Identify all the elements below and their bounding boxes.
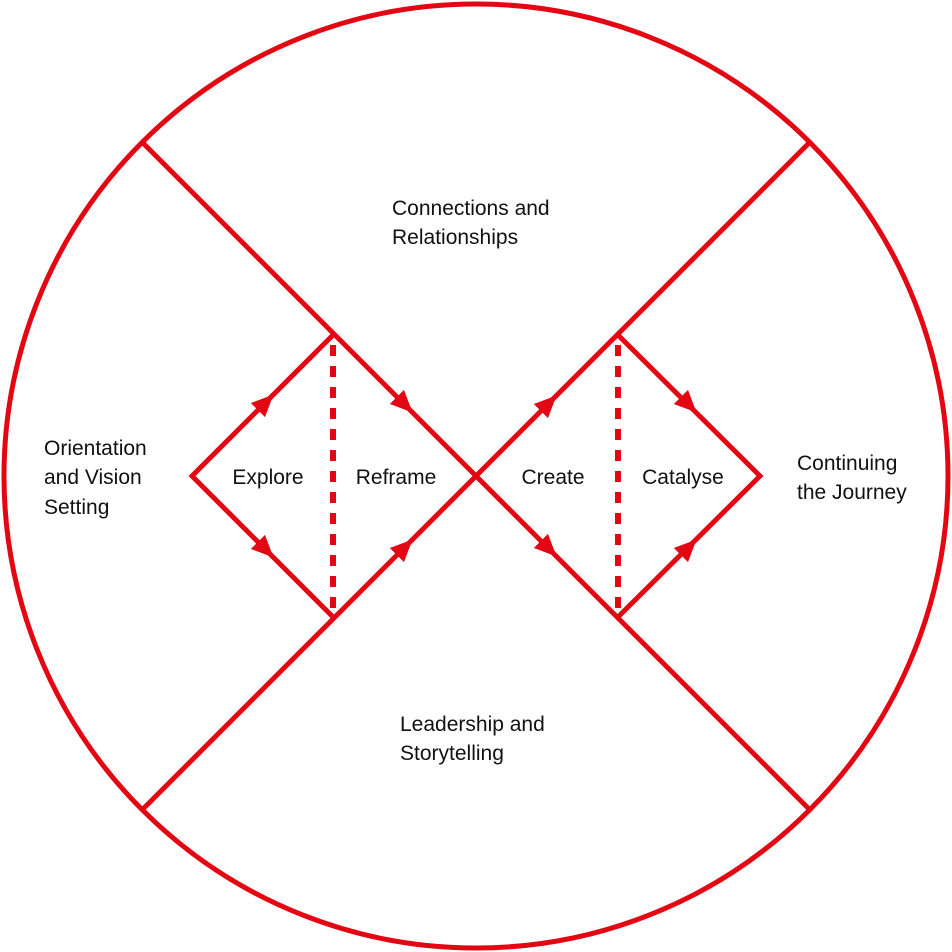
diagonal-line-up — [141, 141, 811, 811]
phase-explore: Explore — [232, 466, 303, 489]
top-quadrant-label-line1: Connections and — [392, 197, 550, 220]
phase-reframe: Reframe — [356, 466, 437, 489]
right-quadrant-label-line2: the Journey — [797, 481, 907, 504]
phase-catalyse: Catalyse — [642, 466, 724, 489]
phase-create: Create — [521, 466, 584, 489]
bottom-quadrant-label-line1: Leadership and — [400, 713, 545, 736]
left-quadrant-label-line3: Setting — [44, 496, 109, 519]
left-diamond-edges — [188, 333, 335, 619]
left-quadrant-label-line1: Orientation — [44, 437, 147, 460]
bottom-quadrant-label-line2: Storytelling — [400, 742, 504, 765]
left-quadrant-label-line2: and Vision — [44, 466, 142, 489]
right-quadrant-label-line1: Continuing — [797, 452, 897, 475]
right-diamond-edges — [616, 333, 764, 619]
top-quadrant-label-line2: Relationships — [392, 226, 518, 249]
